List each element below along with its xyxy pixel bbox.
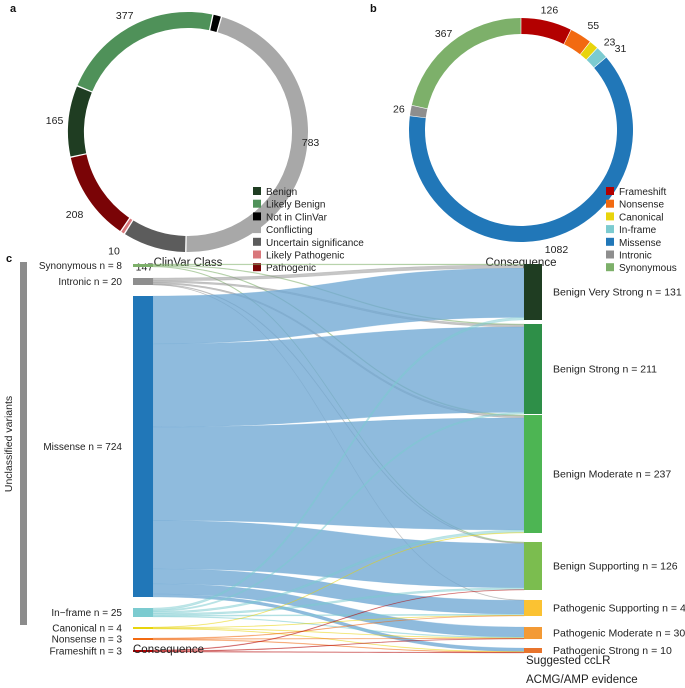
sankey-node-benign-supporting [524, 542, 542, 590]
donut-slice-pathogenic [70, 154, 130, 231]
sankey-flow-syn-to-bvs [152, 263, 525, 266]
sankey-node-missense [133, 296, 153, 597]
panel-b-letter: b [370, 3, 377, 15]
sankey-node-label: Benign Very Strong n = 131 [553, 287, 682, 299]
sankey-node-canonical [133, 627, 153, 629]
panel-a-letter: a [10, 3, 17, 15]
sankey-node-label: Benign Supporting n = 126 [553, 561, 678, 573]
sankey-node-benign-strong [524, 324, 542, 414]
sankey-node-label: Benign Moderate n = 237 [553, 469, 671, 481]
legend-swatch [606, 212, 614, 221]
sankey-node-label: Pathogenic Moderate n = 30 [553, 628, 685, 640]
legend-swatch [253, 199, 261, 208]
donut-value-label: 147 [136, 262, 154, 274]
legend-label: Synonymous [619, 263, 677, 274]
sankey-node-nonsense [133, 638, 153, 640]
legend-label: Canonical [619, 212, 663, 223]
legend-label: Nonsense [619, 200, 664, 211]
legend-label: Conflicting [266, 225, 313, 236]
sankey-node-label: Intronic n = 20 [58, 277, 122, 288]
sankey-node-pathogenic-strong [524, 648, 542, 653]
sankey-right-title-1: Suggested ccLR [526, 655, 610, 667]
legend-swatch [253, 237, 261, 246]
legend-swatch [606, 187, 614, 195]
legend-label: In-frame [619, 225, 657, 236]
donut-value-label: 10 [108, 246, 120, 258]
panel-c-letter: c [6, 253, 12, 265]
donut-slice-likely-benign [77, 11, 213, 92]
donut-value-label: 23 [604, 37, 616, 49]
donut-slice-uncertain-significance [125, 220, 186, 252]
donut-value-label: 377 [116, 10, 134, 22]
legend-swatch [253, 212, 261, 221]
donut-value-label: 55 [587, 20, 599, 32]
donut-slice-synonymous [411, 18, 521, 109]
donut-slice-frameshift [521, 18, 571, 44]
legend-swatch [253, 187, 261, 195]
legend-swatch [253, 225, 261, 234]
donut-slice-canonical [580, 42, 598, 60]
donut-value-label: 1082 [545, 244, 569, 256]
legend-label: Likely Benign [266, 200, 325, 211]
unclassified-variants-label: Unclassified variants [3, 396, 15, 492]
legend-swatch [606, 263, 614, 272]
sankey-left-title: Consequence [133, 644, 204, 656]
donut-slice-nonsense [564, 29, 590, 55]
sankey-node-intronic [133, 278, 153, 285]
donut-slice-not-in-clinvar [210, 14, 221, 32]
sankey-node-label: Benign Strong n = 211 [553, 364, 657, 376]
legend-consequence: FrameshiftNonsenseCanonicalIn-frameMisse… [606, 187, 677, 274]
sankey-node-label: Synonymous n = 8 [39, 261, 123, 272]
sankey-node-label: Nonsense n = 3 [52, 635, 123, 646]
sankey-node-synonymous [133, 264, 153, 267]
sankey-node-label: Missense n = 724 [43, 442, 122, 453]
sankey-node-label: Pathogenic Strong n = 10 [553, 645, 672, 657]
legend-label: Frameshift [619, 187, 666, 198]
legend-label: Uncertain significance [266, 238, 364, 249]
donut-value-label: 367 [435, 28, 453, 40]
legend-label: Likely Pathogenic [266, 251, 344, 262]
sankey-node-frameshift [133, 650, 153, 652]
donut-value-label: 165 [46, 115, 64, 127]
legend-swatch [606, 250, 614, 259]
legend-label: Missense [619, 238, 662, 249]
sankey-node-benign-very-strong [524, 264, 542, 320]
legend-swatch [253, 263, 261, 272]
sankey-node-pathogenic-moderate [524, 627, 542, 639]
donut-value-label: 26 [393, 103, 405, 115]
donut-slice-likely-pathogenic [121, 218, 133, 234]
sankey-node-benign-moderate [524, 415, 542, 533]
legend-label: Pathogenic [266, 263, 316, 274]
donut-slice-conflicting [186, 16, 309, 252]
sankey-node-label: Pathogenic Supporting n = 42 [553, 603, 685, 615]
sankey-node-label: Frameshift n = 3 [49, 647, 122, 658]
sankey-right-title-2: ACMG/AMP evidence [526, 674, 638, 686]
legend-label: Not in ClinVar [266, 212, 328, 223]
sankey-node-pathogenic-supporting [524, 600, 542, 616]
donut-value-label: 126 [541, 4, 559, 16]
legend-swatch [253, 250, 261, 259]
donut-slice-benign [68, 86, 92, 157]
sankey-chart: Synonymous n = 8 Intronic n = 20 Missense … [39, 261, 685, 658]
donut-value-label: 31 [615, 43, 627, 55]
donut-value-label: 208 [66, 209, 84, 221]
donut-value-label: 783 [302, 137, 320, 149]
sankey-node-in-frame [133, 608, 153, 617]
legend-swatch [606, 237, 614, 246]
donut-slice-missense [409, 57, 633, 243]
legend-label: Intronic [619, 251, 652, 262]
donut-slice-intronic [409, 105, 428, 118]
legend-label: Benign [266, 187, 297, 198]
sankey-node-label: Canonical n = 4 [52, 624, 122, 635]
legend-swatch [606, 225, 614, 234]
legend-swatch [606, 199, 614, 208]
sankey-node-label: In−frame n = 25 [51, 608, 122, 619]
unclassified-variants-bar [20, 262, 27, 625]
donut-slice-in-frame [586, 48, 606, 68]
